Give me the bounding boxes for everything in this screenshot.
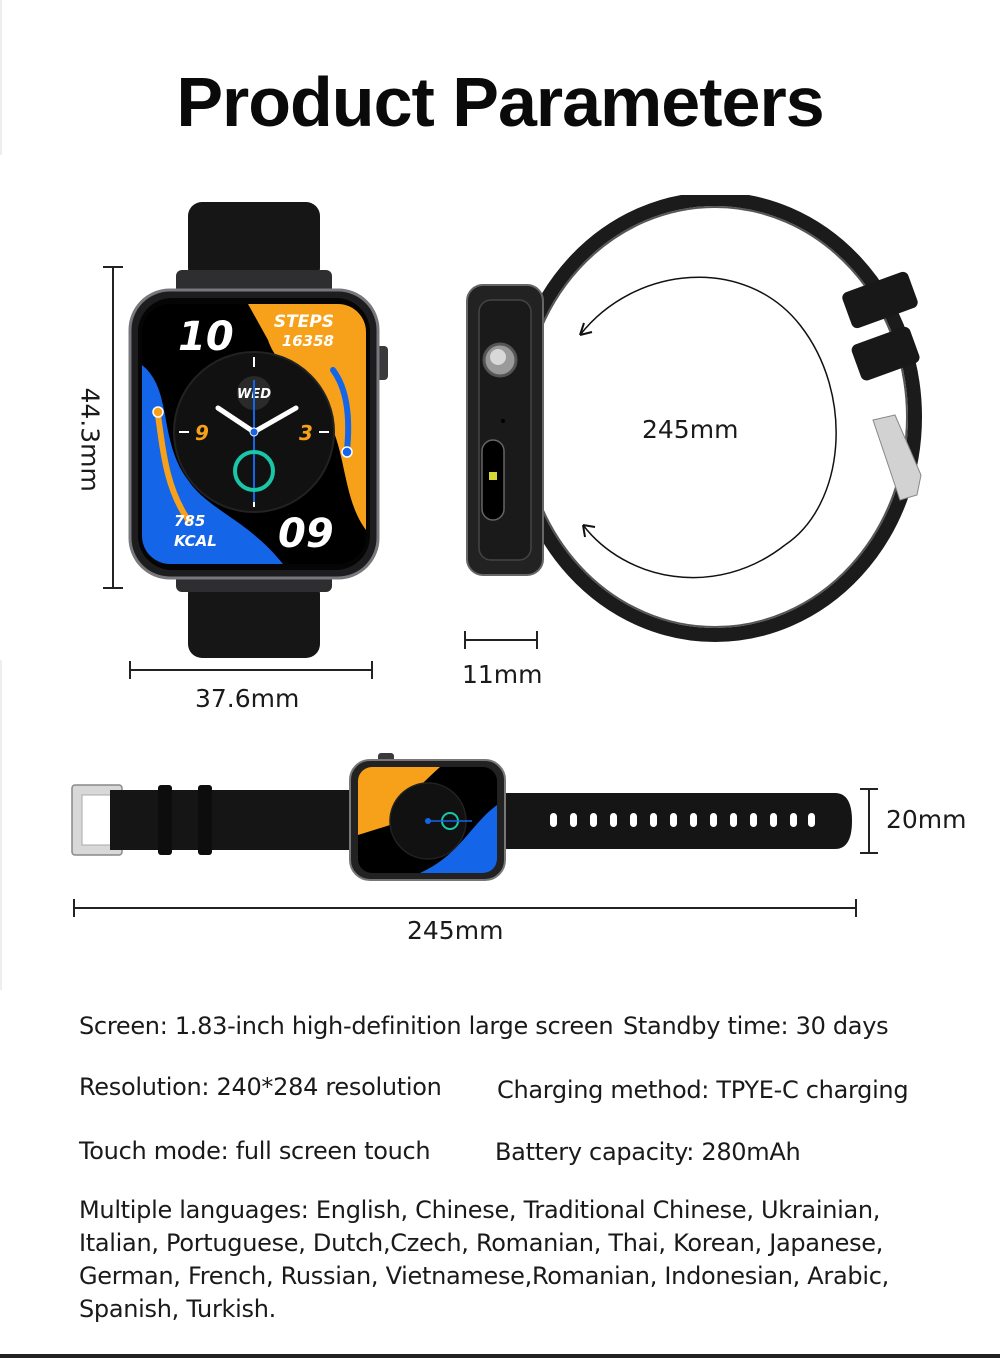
watch-flat-image bbox=[71, 753, 852, 881]
side-view: 245mm 11mm bbox=[455, 195, 955, 695]
svg-text:9: 9 bbox=[195, 421, 209, 445]
flat-view: 20mm 245mm bbox=[60, 745, 980, 945]
svg-text:09: 09 bbox=[278, 511, 334, 557]
svg-text:KCAL: KCAL bbox=[174, 532, 217, 550]
page-edge bbox=[0, 660, 2, 990]
svg-text:STEPS: STEPS bbox=[274, 312, 334, 332]
strap-width-dimension-line bbox=[860, 788, 878, 854]
spec-battery: Battery capacity: 280mAh bbox=[495, 1138, 801, 1166]
svg-text:785: 785 bbox=[174, 512, 205, 530]
width-dimension-line bbox=[129, 661, 373, 679]
total-length-label: 245mm bbox=[407, 916, 504, 945]
spec-charging: Charging method: TPYE-C charging bbox=[497, 1076, 909, 1104]
page-edge bbox=[0, 0, 2, 155]
watch-front-image: WED 9 3 10 09 STEPS 16358 785 KCAL bbox=[128, 202, 388, 658]
spec-touch: Touch mode: full screen touch bbox=[79, 1137, 431, 1165]
strap-width-label: 20mm bbox=[886, 805, 967, 834]
spec-languages: Multiple languages: English, Chinese, Tr… bbox=[79, 1196, 889, 1323]
strap-holes bbox=[550, 813, 815, 827]
thickness-dimension-line bbox=[464, 631, 538, 649]
svg-text:3: 3 bbox=[299, 421, 313, 445]
height-label: 44.3mm bbox=[75, 387, 105, 492]
width-label: 37.6mm bbox=[195, 684, 300, 713]
spec-resolution: Resolution: 240*284 resolution bbox=[79, 1073, 442, 1101]
watch-side-image bbox=[466, 195, 922, 642]
page-title: Product Parameters bbox=[176, 63, 824, 141]
total-length-dimension-line bbox=[73, 899, 857, 917]
bottom-divider bbox=[0, 1354, 1000, 1358]
svg-text:16358: 16358 bbox=[282, 332, 334, 350]
spec-screen: Screen: 1.83-inch high-definition large … bbox=[79, 1012, 614, 1040]
height-dimension-line bbox=[103, 266, 123, 589]
svg-text:10: 10 bbox=[178, 314, 234, 360]
front-view: 44.3mm WED bbox=[60, 195, 420, 715]
spec-standby: Standby time: 30 days bbox=[623, 1012, 889, 1040]
thickness-label: 11mm bbox=[462, 660, 543, 689]
circumference-label: 245mm bbox=[642, 415, 739, 444]
